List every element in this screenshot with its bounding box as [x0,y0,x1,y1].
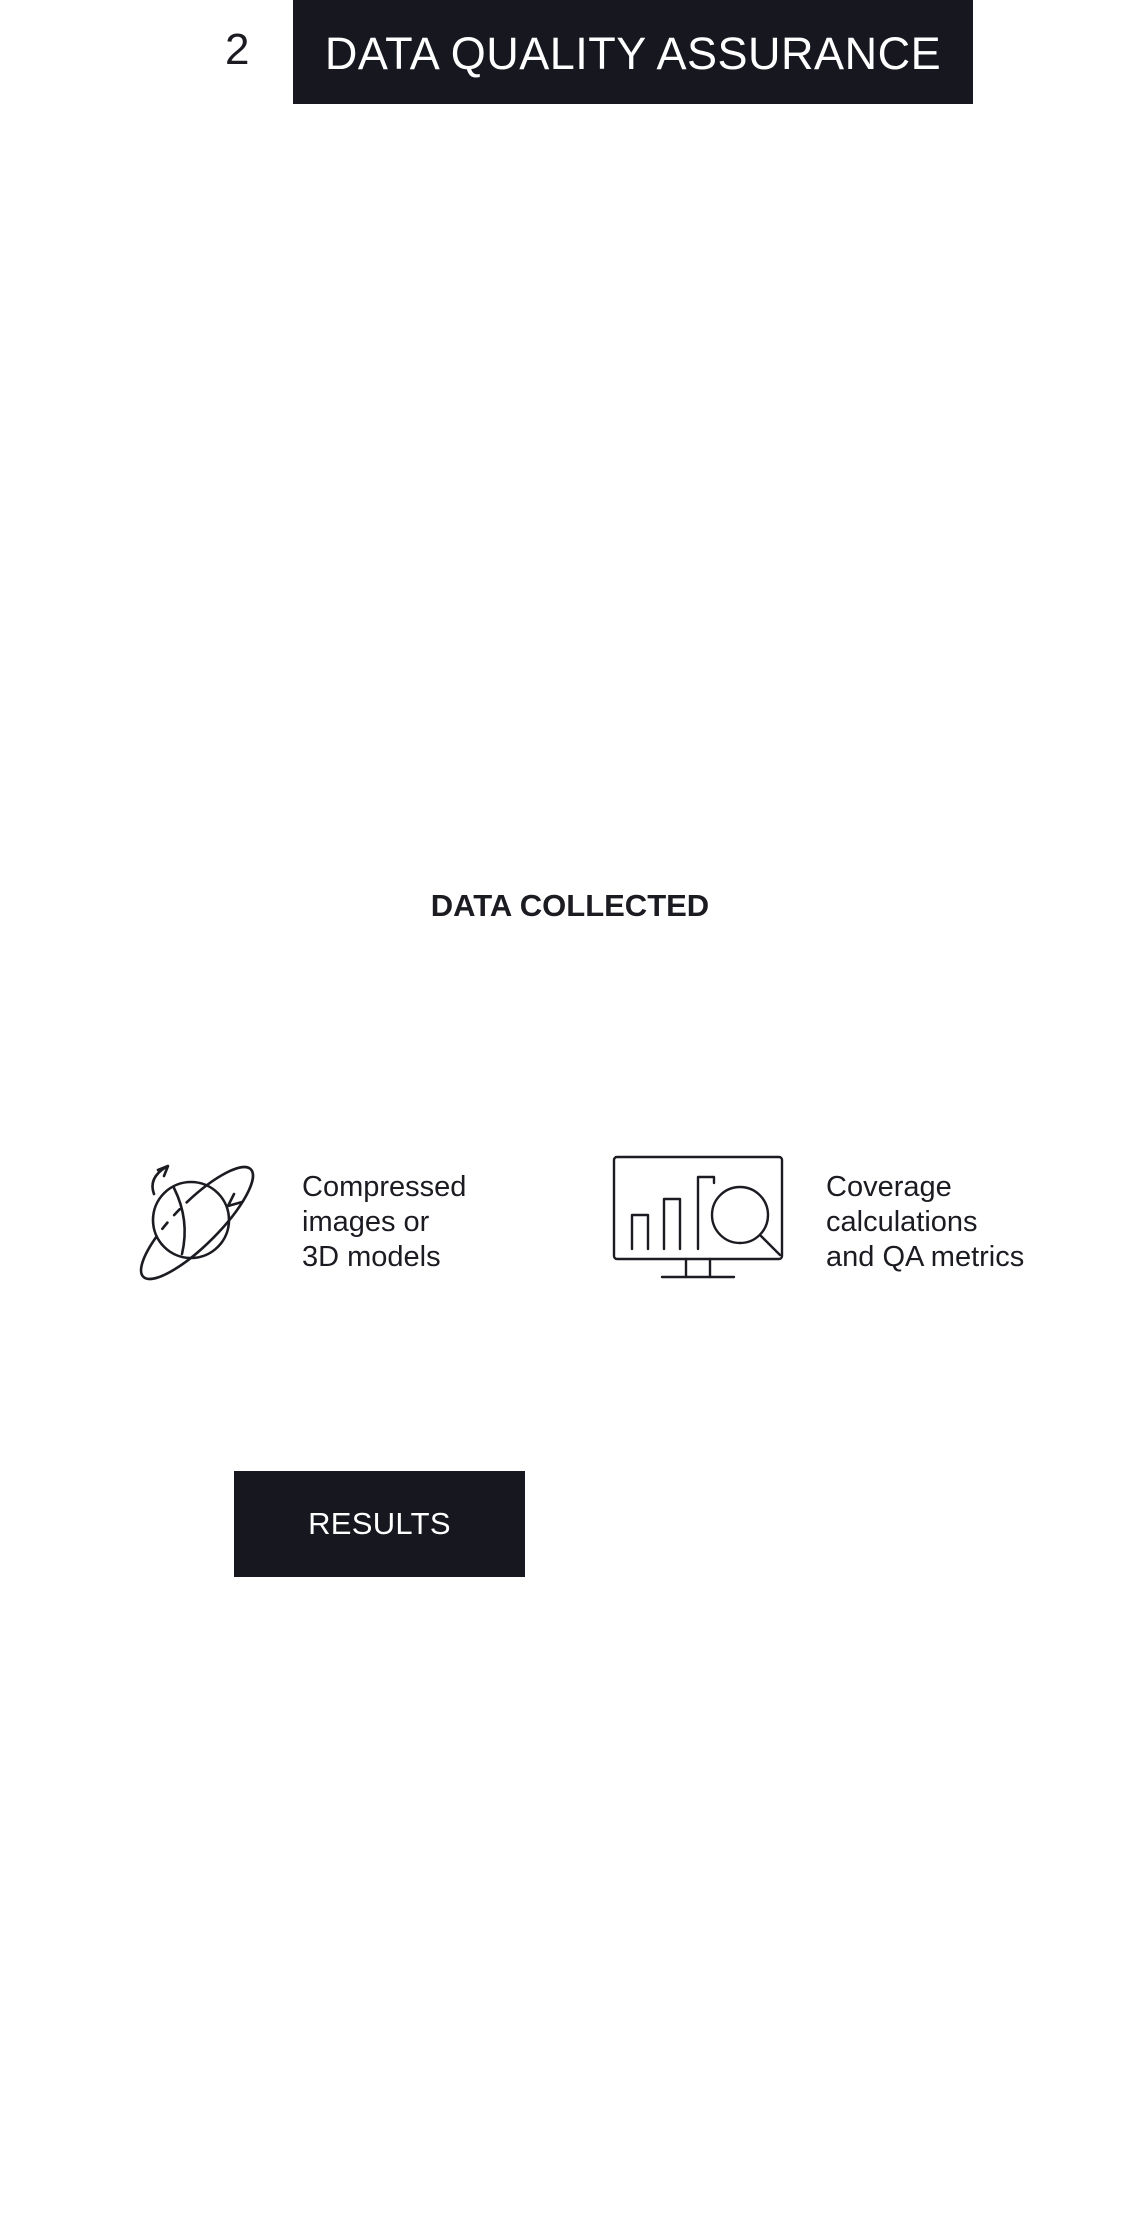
orbit-globe-icon [130,1158,264,1288]
data-item-label-line: 3D models [302,1240,441,1273]
data-item-label: Compressed images or 3D models [302,1170,502,1275]
data-item-label-line: and QA metrics [826,1240,1025,1273]
page-title: DATA QUALITY ASSURANCE [324,28,942,79]
monitor-chart-magnifier-icon [612,1155,788,1285]
data-item-label-line: Coverage [826,1170,952,1203]
data-item-label-line: calculations [826,1205,978,1238]
step-number: 2 [225,25,250,74]
data-item-metrics: Coverage calculations and QA metrics [612,1155,1066,1285]
data-item-label-line: images or [302,1205,430,1238]
data-item-label: Coverage calculations and QA metrics [826,1170,1066,1275]
data-item-label-line: Compressed [302,1170,467,1203]
section-heading: DATA COLLECTED [430,888,710,923]
results-button-label: RESULTS [308,1506,451,1541]
title-banner: DATA QUALITY ASSURANCE [293,0,973,104]
data-item-images: Compressed images or 3D models [130,1158,502,1288]
results-button[interactable]: RESULTS [234,1471,525,1577]
